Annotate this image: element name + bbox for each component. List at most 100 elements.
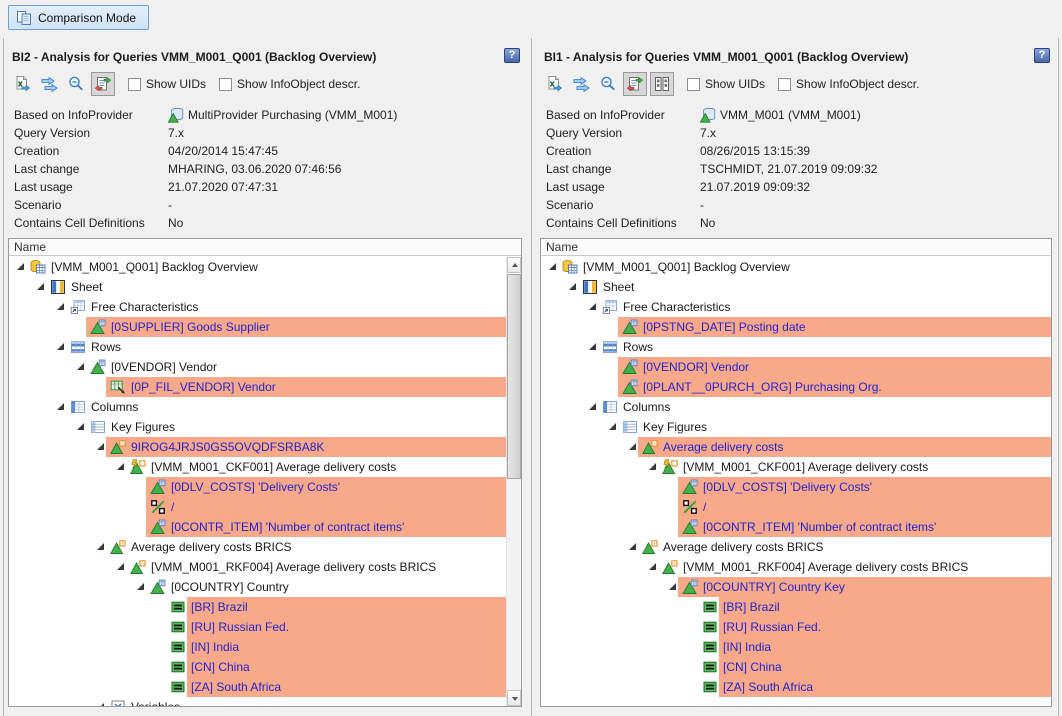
expander-icon[interactable] (76, 362, 85, 371)
zoom-out-icon[interactable] (64, 72, 88, 96)
tree-row[interactable]: [ZA] South Africa (541, 677, 1051, 697)
tree-row-label: Average delivery costs BRICS (128, 537, 295, 557)
checkbox-box[interactable] (219, 78, 232, 91)
tree-row[interactable]: Sheet (9, 277, 506, 297)
expander-icon[interactable] (96, 542, 105, 551)
expander-icon[interactable] (588, 302, 597, 311)
tree-row[interactable]: [VMM_M001_CKF001] Average delivery costs (9, 457, 506, 477)
checkbox-show-uids[interactable]: Show UIDs (128, 77, 206, 91)
expander-icon[interactable] (588, 342, 597, 351)
tree-row[interactable]: [0DLV_COSTS] 'Delivery Costs' (9, 477, 506, 497)
tree-row[interactable]: Columns (541, 397, 1051, 417)
help-icon[interactable]: ? (504, 48, 520, 63)
tree-row[interactable]: [CN] China (541, 657, 1051, 677)
expander-icon[interactable] (76, 422, 85, 431)
tree-row[interactable]: [VMM_M001_RKF004] Average delivery costs… (9, 557, 506, 577)
expander-icon[interactable] (96, 702, 105, 706)
vertical-scrollbar[interactable] (506, 257, 521, 706)
excel-export-icon[interactable] (10, 72, 34, 96)
comparison-mode-button[interactable]: Comparison Mode (8, 5, 149, 30)
tree-row[interactable]: [0VENDOR] Vendor (541, 357, 1051, 377)
tree-row[interactable]: [0CONTR_ITEM] 'Number of contract items' (541, 517, 1051, 537)
tree-row[interactable]: 9IROG4JRJS0GS5OVQDFSRBA8K (9, 437, 506, 457)
expander-icon[interactable] (56, 402, 65, 411)
info-label: Last usage (14, 178, 168, 196)
checkbox-box[interactable] (687, 78, 700, 91)
tree-row[interactable]: Average delivery costs (541, 437, 1051, 457)
tree-row[interactable]: [VMM_M001_Q001] Backlog Overview (9, 257, 506, 277)
tree-row[interactable]: [IN] India (9, 637, 506, 657)
checkbox-show-infoobject-descr[interactable]: Show InfoObject descr. (219, 77, 360, 91)
value-icon (170, 659, 186, 675)
expander-icon[interactable] (116, 562, 125, 571)
checkbox-box[interactable] (778, 78, 791, 91)
excel-export-icon[interactable] (542, 72, 566, 96)
info-row: Contains Cell DefinitionsNo (14, 214, 518, 232)
tree-row-label: [0P_FIL_VENDOR] Vendor (128, 377, 279, 397)
expander-icon[interactable] (608, 422, 617, 431)
checkbox-show-infoobject-descr[interactable]: Show InfoObject descr. (778, 77, 919, 91)
tree-row[interactable]: [0VENDOR] Vendor (9, 357, 506, 377)
expander-icon[interactable] (588, 402, 597, 411)
compare-icon[interactable] (91, 72, 115, 96)
tree-row[interactable]: [0DLV_COSTS] 'Delivery Costs' (541, 477, 1051, 497)
expander-icon[interactable] (96, 442, 105, 451)
expander-icon[interactable] (628, 442, 637, 451)
help-icon[interactable]: ? (1034, 48, 1050, 63)
tree-row[interactable]: [CN] China (9, 657, 506, 677)
tree-row[interactable]: [VMM_M001_Q001] Backlog Overview (541, 257, 1051, 277)
scroll-down-button[interactable] (507, 690, 521, 706)
tree-row[interactable]: [RU] Russian Fed. (541, 617, 1051, 637)
tree-row[interactable]: Average delivery costs BRICS (541, 537, 1051, 557)
expander-icon[interactable] (548, 262, 557, 271)
swap-queries-icon[interactable] (569, 72, 593, 96)
expander-icon[interactable] (16, 262, 25, 271)
tree-row[interactable]: [BR] Brazil (9, 597, 506, 617)
expander-icon[interactable] (116, 462, 125, 471)
tree-row[interactable]: Rows (541, 337, 1051, 357)
tree-row[interactable]: [0P_FIL_VENDOR] Vendor (9, 377, 506, 397)
tree-row[interactable]: Rows (9, 337, 506, 357)
tree-row[interactable]: Columns (9, 397, 506, 417)
tree-row[interactable]: [VMM_M001_RKF004] Average delivery costs… (541, 557, 1051, 577)
zoom-out-icon[interactable] (596, 72, 620, 96)
swap-queries-icon[interactable] (37, 72, 61, 96)
tree-row[interactable]: [0COUNTRY] Country (9, 577, 506, 597)
scroll-up-button[interactable] (507, 257, 521, 273)
tree-row[interactable]: Free Characteristics (9, 297, 506, 317)
tree-row[interactable]: Average delivery costs BRICS (9, 537, 506, 557)
tree-row[interactable]: Sheet (541, 277, 1051, 297)
tree-row[interactable]: [RU] Russian Fed. (9, 617, 506, 637)
compare-icon[interactable] (623, 72, 647, 96)
info-value-text: - (700, 196, 704, 214)
expander-icon[interactable] (628, 542, 637, 551)
expander-icon[interactable] (668, 582, 677, 591)
tree-row[interactable]: / (541, 497, 1051, 517)
tree-row[interactable]: [IN] India (541, 637, 1051, 657)
tree-row[interactable]: [0PLANT__0PURCH_ORG] Purchasing Org. (541, 377, 1051, 397)
tree-row[interactable]: Key Figures (541, 417, 1051, 437)
tree-row[interactable]: [VMM_M001_CKF001] Average delivery costs (541, 457, 1051, 477)
tree-row[interactable]: [ZA] South Africa (9, 677, 506, 697)
tree-row[interactable]: [0PSTNG_DATE] Posting date (541, 317, 1051, 337)
tree-row[interactable]: Key Figures (9, 417, 506, 437)
expander-icon[interactable] (36, 282, 45, 291)
tree-row[interactable]: [0COUNTRY] Country Key (541, 577, 1051, 597)
expander-icon[interactable] (56, 342, 65, 351)
tree-row[interactable]: [BR] Brazil (541, 597, 1051, 617)
side-by-side-icon[interactable] (650, 72, 674, 96)
expander-icon[interactable] (648, 562, 657, 571)
tree-row[interactable]: [0SUPPLIER] Goods Supplier (9, 317, 506, 337)
tree-row[interactable]: Variables (9, 697, 506, 706)
checkbox-show-uids[interactable]: Show UIDs (687, 77, 765, 91)
expander-icon[interactable] (648, 462, 657, 471)
tree-row[interactable]: / (9, 497, 506, 517)
info-label: Based on InfoProvider (546, 106, 700, 124)
expander-icon[interactable] (56, 302, 65, 311)
tree-row[interactable]: [0CONTR_ITEM] 'Number of contract items' (9, 517, 506, 537)
checkbox-box[interactable] (128, 78, 141, 91)
expander-icon[interactable] (136, 582, 145, 591)
expander-icon[interactable] (568, 282, 577, 291)
tree-row[interactable]: Free Characteristics (541, 297, 1051, 317)
scroll-thumb[interactable] (507, 274, 521, 479)
